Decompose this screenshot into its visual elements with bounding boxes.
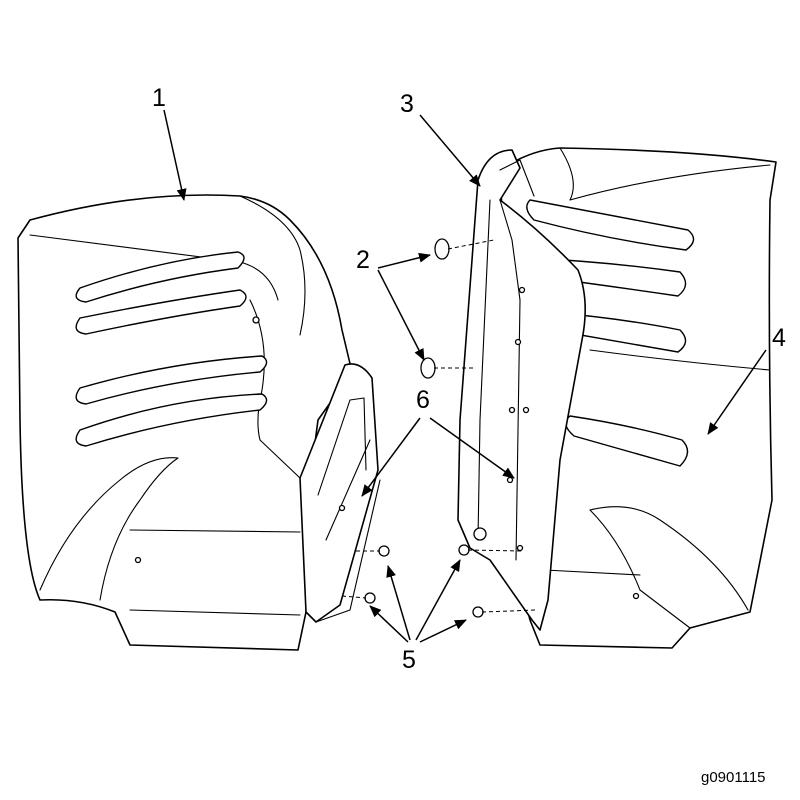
left-shroud <box>17 194 381 651</box>
screw-left-lower <box>341 592 376 604</box>
callout-3: 3 <box>400 90 414 118</box>
callout-1: 1 <box>152 84 166 112</box>
screw-right-upper <box>458 544 523 556</box>
figure-id: g0901115 <box>701 769 766 786</box>
callout-2: 2 <box>356 246 370 274</box>
side-panel <box>457 149 586 631</box>
leader-5c <box>415 559 461 641</box>
push-rivet-lower <box>420 357 476 379</box>
screw-right-lower <box>472 606 537 618</box>
push-rivet-upper <box>434 238 495 260</box>
callout-4: 4 <box>772 324 786 352</box>
screw-left-upper <box>356 545 390 557</box>
leader-1 <box>163 109 187 201</box>
leader-4 <box>707 349 767 435</box>
callout-6: 6 <box>416 386 430 414</box>
leader-6a <box>361 417 421 497</box>
leader-2b <box>377 269 425 361</box>
leader-5b <box>369 605 409 643</box>
leader-5d <box>419 619 467 643</box>
leader-6b <box>429 417 515 479</box>
leader-5a <box>386 565 411 641</box>
callout-5: 5 <box>402 646 416 674</box>
leader-3 <box>419 114 481 187</box>
leader-2a <box>377 252 431 269</box>
